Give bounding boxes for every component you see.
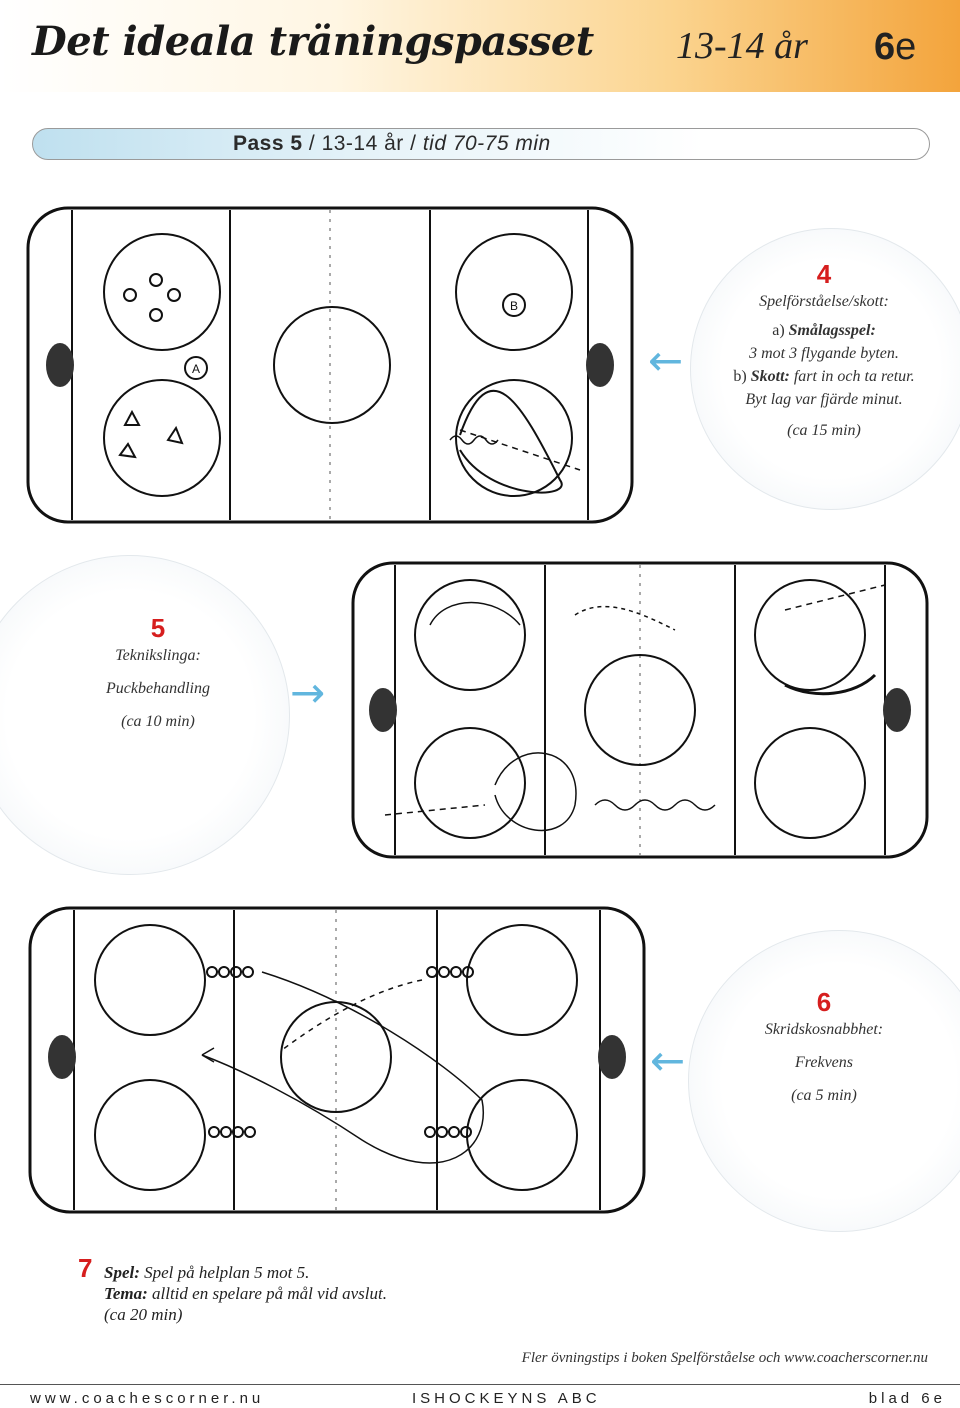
drill-7-tema-label: Tema: <box>104 1284 148 1303</box>
sheet-number: 6e <box>874 26 916 69</box>
drill-6-heading: Skridskosnabbhet: <box>764 1021 884 1038</box>
arrow-right-icon: → <box>290 668 326 717</box>
drill-4-line-b-prefix: b) <box>733 368 751 385</box>
drill-4-time: (ca 15 min) <box>787 422 861 439</box>
footer-website: www.coachescorner.nu <box>30 1390 265 1407</box>
drill-6-number: 6 <box>816 987 832 1017</box>
drill-4-line-b-bold: Skott: <box>750 368 790 385</box>
drill-6-sub: Frekvens <box>794 1054 854 1071</box>
drill-4-line-a-bold: Smålagsspel: <box>788 322 876 339</box>
drill-6-time: (ca 5 min) <box>791 1087 857 1104</box>
footer-sheet-number: blad 6e <box>868 1390 946 1407</box>
rink-diagram-drill-5 <box>351 561 929 859</box>
drill-7-spel-text: Spel på helplan 5 mot 5. <box>139 1263 310 1282</box>
session-label: Pass 5 <box>233 132 303 155</box>
drill-7-spel: Spel: Spel på helplan 5 mot 5. <box>104 1262 387 1283</box>
page-title: Det ideala träningspasset <box>32 18 594 65</box>
footer-series-title: ISHOCKEYNS ABC <box>412 1390 601 1407</box>
age-group: 13-14 år <box>676 25 808 67</box>
drill-4-line-b-rest: fart in och ta retur. <box>789 368 915 385</box>
page-header: Det ideala träningspasset 13-14 år 6e <box>0 0 960 92</box>
drill-7-tema: Tema: alltid en spelare på mål vid avslu… <box>104 1283 387 1304</box>
drill-7-number: 7 <box>78 1253 93 1283</box>
player-b-label: B <box>510 299 518 313</box>
rink-diagram-drill-6 <box>28 906 646 1214</box>
drill-7-time: (ca 20 min) <box>104 1305 183 1324</box>
rink-diagram-drill-4: A B <box>26 206 634 524</box>
drill-7-tema-text: alltid en spelare på mål vid avslut. <box>147 1284 387 1303</box>
session-sep-1: / <box>302 132 322 155</box>
drill-4-line-a-prefix: a) <box>772 322 789 339</box>
session-time: tid 70-75 min <box>422 132 551 155</box>
drill-4-line-a2: 3 mot 3 flygande byten. <box>749 345 899 362</box>
session-bar: Pass 5 / 13-14 år / tid 70-75 min <box>32 128 930 160</box>
drill-4-number: 4 <box>816 259 832 289</box>
arrow-left-icon: ← <box>648 336 684 385</box>
session-sep-2: / <box>403 132 423 155</box>
drill-5-description: 5 Tekniksling​a: Puckbehandling (ca 10 m… <box>40 612 276 733</box>
drill-4-line-c: Byt lag var fjärde minut. <box>745 391 903 408</box>
arrow-left-icon: ← <box>650 1036 686 1085</box>
footer-divider <box>0 1384 960 1385</box>
drill-5-sub: Puckbehandling <box>106 680 210 697</box>
session-info: Pass 5 / 13-14 år / tid 70-75 min <box>233 132 551 156</box>
drill-7-spel-label: Spel: <box>104 1263 140 1282</box>
drill-4-description: 4 Spelförståelse/skott: a) Smålagsspel: … <box>694 258 954 442</box>
drill-5-time: (ca 10 min) <box>121 713 195 730</box>
drill-6-circle <box>688 930 960 1232</box>
player-a-label: A <box>192 362 200 376</box>
sheet-number-digit: 6 <box>874 26 896 68</box>
more-tips-note: Fler övningstips i boken Spelförståelse … <box>521 1350 928 1366</box>
session-age: 13-14 år <box>321 132 404 155</box>
drill-5-circle <box>0 555 290 875</box>
drill-4-line-a: a) Smålagsspel: <box>694 319 954 342</box>
sheet-number-letter: e <box>895 26 917 68</box>
drill-4-heading: Spelförståelse/skott: <box>759 293 889 310</box>
drill-6-description: 6 Skridskosnabbhet: Frekvens (ca 5 min) <box>704 986 944 1107</box>
drill-4-circle <box>690 228 960 510</box>
drill-5-number: 5 <box>150 613 166 643</box>
drill-4-line-b: b) Skott: fart in och ta retur. <box>694 365 954 388</box>
drill-5-heading: Tekniksling​a: <box>115 647 201 664</box>
drill-7-lines: Spel: Spel på helplan 5 mot 5. Tema: all… <box>104 1262 387 1325</box>
